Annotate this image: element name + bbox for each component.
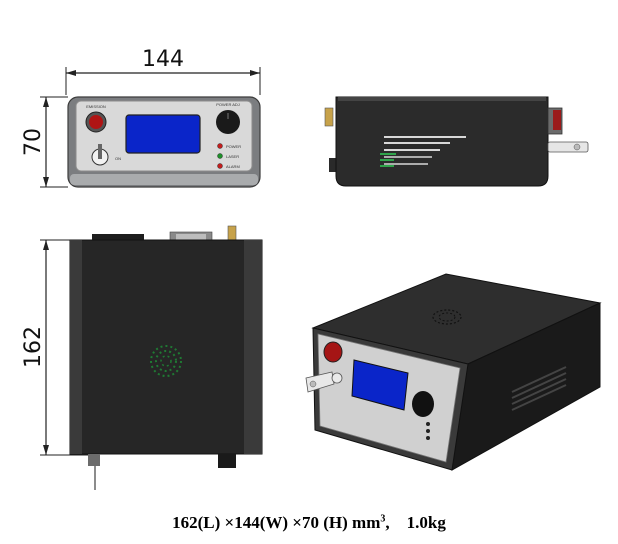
caption-exponent: 3: [380, 513, 386, 525]
alarm-led: [217, 163, 223, 169]
caption-weight: 1.0kg: [406, 513, 446, 532]
isometric-view: [305, 273, 602, 471]
width-dimension-label: 144: [142, 47, 184, 72]
display-screen: [125, 114, 201, 154]
side-view: [324, 96, 589, 187]
spec-caption: 162(L) ×144(W) ×70 (H) mm3, 1.0kg: [0, 513, 618, 533]
laser-led: [217, 153, 223, 159]
height-dimension-label: 70: [21, 128, 46, 156]
length-dimension-label: 162: [21, 326, 46, 368]
iso-power-knob: [412, 391, 434, 417]
power-adj-label: POWER ADJ: [216, 102, 240, 107]
front-view: 144 70 EMISSION POWER ADJ ON POWER LASER: [21, 47, 261, 188]
top-view: 162: [21, 225, 263, 490]
led-label-power: POWER: [226, 144, 241, 149]
caption-separator: ,: [385, 513, 390, 532]
iso-emission-button: [323, 341, 343, 363]
side-vent-icon: [511, 366, 567, 411]
led-label-laser: LASER: [226, 154, 239, 159]
power-knob[interactable]: [216, 110, 240, 134]
emission-label: EMISSION: [86, 104, 106, 109]
key-on-label: ON: [115, 156, 121, 161]
fan-vent-icon: [150, 345, 182, 377]
vent-lines-icon: [380, 136, 466, 167]
iso-display-screen: [351, 359, 409, 411]
caption-dimensions: 162(L) ×144(W) ×70 (H) mm: [172, 513, 381, 532]
top-fan-icon: [432, 309, 462, 325]
side-key: [547, 141, 589, 153]
power-led: [217, 143, 223, 149]
led-label-alarm: ALARM: [226, 164, 240, 169]
